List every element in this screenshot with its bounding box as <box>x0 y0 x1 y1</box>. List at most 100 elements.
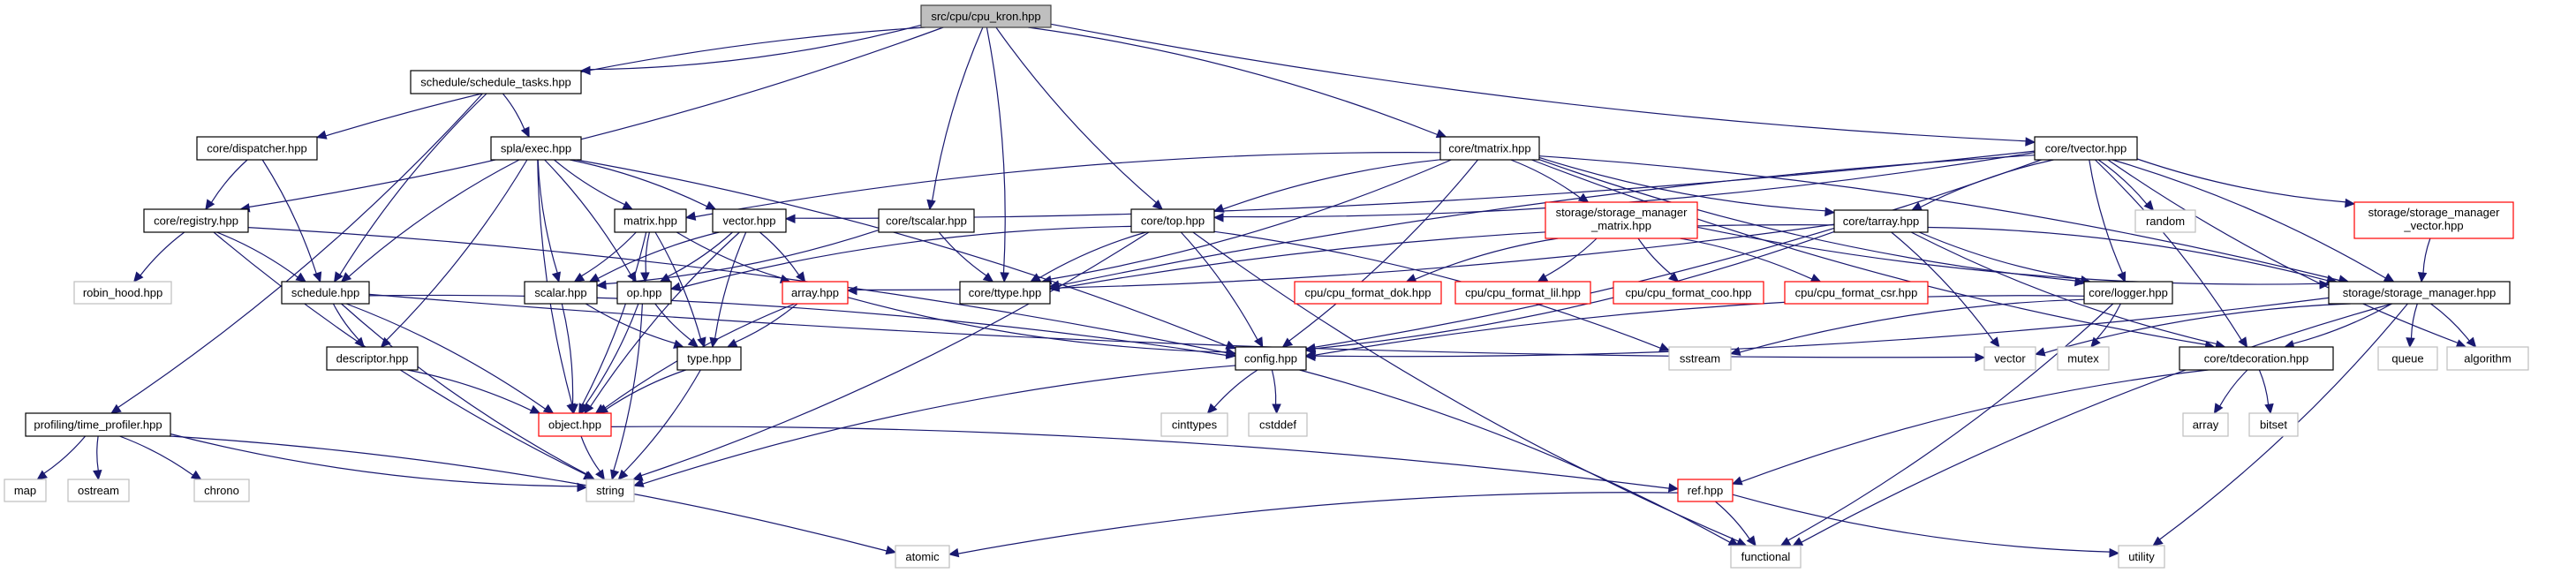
node-ostream[interactable]: ostream <box>67 479 130 502</box>
edge-schedule-to-object <box>345 303 546 410</box>
edge-sm-matrix-to-coo <box>1637 237 1673 276</box>
node-coo[interactable]: cpu/cpu_format_coo.hpp <box>1613 281 1764 305</box>
node-algorithm[interactable]: algorithm <box>2446 346 2529 371</box>
node-box <box>490 136 582 161</box>
node-descriptor[interactable]: descriptor.hpp <box>326 346 419 371</box>
node-label: string <box>596 484 624 497</box>
edge-config-to-functional <box>1299 369 1731 543</box>
node-label: cpu/cpu_format_csr.hpp <box>1795 286 1918 299</box>
node-label: core/tmatrix.hpp <box>1448 142 1530 155</box>
node-robin-hood[interactable]: robin_hood.hpp <box>73 281 172 305</box>
edge-exec-to-descriptor <box>386 159 528 341</box>
node-schedule-tasks[interactable]: schedule/schedule_tasks.hpp <box>410 70 582 94</box>
node-label: storage/storage_manager.hpp <box>2343 286 2496 299</box>
node-sstream[interactable]: sstream <box>1668 346 1732 371</box>
arrowhead-icon <box>1731 476 1743 486</box>
edge-tmatrix-to-ttype <box>1050 159 1452 280</box>
node-op[interactable]: op.hpp <box>616 281 672 305</box>
node-functional[interactable]: functional <box>1730 545 1802 569</box>
node-box <box>1160 412 1228 437</box>
node-ref[interactable]: ref.hpp <box>1677 479 1734 502</box>
node-csr[interactable]: cpu/cpu_format_csr.hpp <box>1784 281 1929 305</box>
node-tmatrix[interactable]: core/tmatrix.hpp <box>1439 136 1540 161</box>
edge-tmatrix-to-logger <box>1538 159 2076 282</box>
node-label: cpu/cpu_format_coo.hpp <box>1625 286 1751 299</box>
node-cinttypes[interactable]: cinttypes <box>1160 412 1228 437</box>
node-vector[interactable]: vector <box>1983 346 2036 371</box>
node-exec[interactable]: spla/exec.hpp <box>490 136 582 161</box>
edge-schedule-tasks-to-profiler <box>117 93 483 408</box>
node-box <box>1613 281 1764 305</box>
node-mutex[interactable]: mutex <box>2057 346 2110 371</box>
arrowhead-icon <box>577 482 588 493</box>
edge-root-to-ttype <box>986 26 1006 274</box>
node-label: core/top.hpp <box>1141 215 1205 228</box>
arrowhead-icon <box>697 336 706 349</box>
edge-schedule-to-descriptor <box>332 303 359 341</box>
node-lil[interactable]: cpu/cpu_format_lil.hpp <box>1454 281 1591 305</box>
node-storage-manager[interactable]: storage/storage_manager.hpp <box>2328 281 2511 305</box>
node-chrono[interactable]: chrono <box>193 479 250 502</box>
node-label: cpu/cpu_format_dok.hpp <box>1304 286 1431 299</box>
node-tarray[interactable]: core/tarray.hpp <box>1833 209 1929 233</box>
arrowhead-icon <box>617 469 629 480</box>
node-root[interactable]: src/cpu/cpu_kron.hpp <box>920 4 1052 28</box>
node-dispatcher[interactable]: core/dispatcher.hpp <box>196 136 318 161</box>
edge-object-to-string <box>580 435 601 472</box>
arrowhead-icon <box>2109 547 2120 558</box>
node-sm-matrix[interactable]: storage/storage_manager_matrix.hpp <box>1545 201 1698 239</box>
edge-tarray-to-tdecoration <box>1910 231 2217 345</box>
node-box <box>538 412 612 437</box>
edge-tmatrix-to-tdecoration <box>1531 159 2206 345</box>
node-config[interactable]: config.hpp <box>1235 346 1307 371</box>
node-atomic[interactable]: atomic <box>895 545 950 569</box>
node-logger[interactable]: core/logger.hpp <box>2083 281 2173 305</box>
arrowhead-icon <box>36 470 48 480</box>
node-dok[interactable]: cpu/cpu_format_dok.hpp <box>1294 281 1442 305</box>
node-random[interactable]: random <box>2134 209 2196 233</box>
edge-tdecoration-to-array <box>2219 369 2248 407</box>
edge-tscalar-to-scalar <box>605 230 880 285</box>
node-type[interactable]: type.hpp <box>676 346 742 371</box>
edge-config-to-cstddef <box>1271 369 1277 405</box>
node-vector-hpp[interactable]: vector.hpp <box>712 208 787 233</box>
edge-schedule-tasks-to-schedule <box>339 93 487 275</box>
node-array-hpp[interactable]: array.hpp <box>782 281 849 305</box>
node-registry[interactable]: core/registry.hpp <box>143 208 249 233</box>
node-sm-vector[interactable]: storage/storage_manager_vector.hpp <box>2353 201 2514 239</box>
node-matrix[interactable]: matrix.hpp <box>614 208 687 233</box>
node-cstddef[interactable]: cstddef <box>1248 412 1308 437</box>
node-queue[interactable]: queue <box>2377 346 2438 371</box>
node-tscalar[interactable]: core/tscalar.hpp <box>878 208 975 233</box>
edge-tscalar-to-ttype <box>938 231 987 276</box>
node-bitset[interactable]: bitset <box>2248 412 2299 437</box>
edge-tmatrix-to-sm-matrix <box>1510 159 1582 199</box>
edge-top-to-functional <box>1192 231 1739 542</box>
node-schedule[interactable]: schedule.hpp <box>281 281 370 305</box>
node-object[interactable]: object.hpp <box>538 412 612 437</box>
node-array[interactable]: array <box>2182 412 2229 437</box>
node-label: config.hpp <box>1244 352 1297 366</box>
node-label: profiling/time_profiler.hpp <box>34 418 162 432</box>
arrowhead-icon <box>982 272 994 283</box>
node-map[interactable]: map <box>4 479 47 502</box>
node-scalar[interactable]: scalar.hpp <box>524 281 598 305</box>
edge-config-to-cinttypes <box>1213 369 1258 408</box>
node-tdecoration[interactable]: core/tdecoration.hpp <box>2179 346 2334 371</box>
node-box <box>959 281 1051 305</box>
arrowhead-icon <box>190 470 202 480</box>
node-tvector[interactable]: core/tvector.hpp <box>2034 136 2138 161</box>
edge-storage-manager-to-tdecoration <box>2293 303 2392 344</box>
edge-storage-manager-to-config <box>1314 297 2330 358</box>
arrowhead-icon <box>2238 336 2248 349</box>
node-utility[interactable]: utility <box>2118 545 2165 569</box>
node-profiler[interactable]: profiling/time_profiler.hpp <box>25 412 171 437</box>
node-ttype[interactable]: core/ttype.hpp <box>959 281 1051 305</box>
edge-scalar-to-object <box>561 303 574 405</box>
arrowhead-icon <box>2455 339 2467 349</box>
node-box <box>895 545 950 569</box>
edge-vector-hpp-to-object <box>590 231 740 407</box>
arrowhead-icon <box>1792 537 1804 547</box>
node-top[interactable]: core/top.hpp <box>1130 208 1215 233</box>
node-string[interactable]: string <box>585 479 635 502</box>
